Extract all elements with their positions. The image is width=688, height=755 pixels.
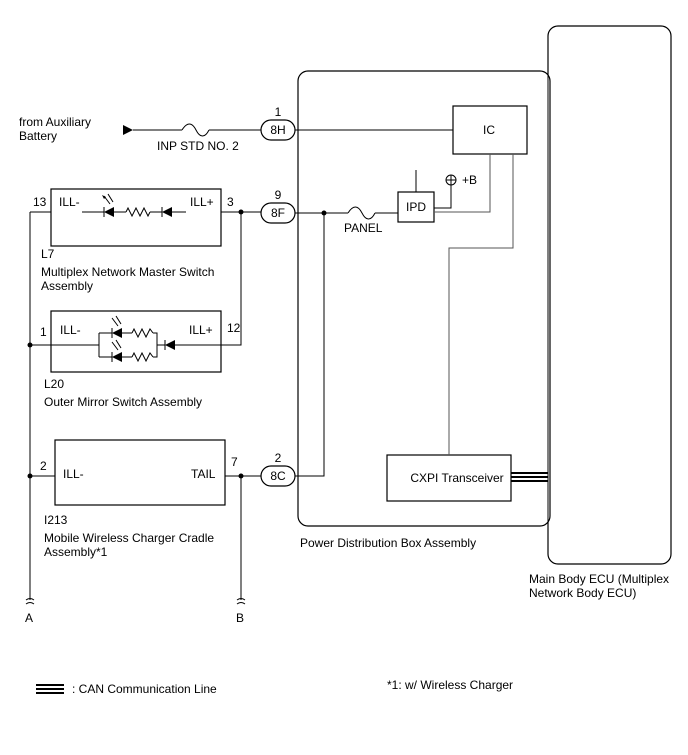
svg-text:TAIL: TAIL — [191, 467, 216, 481]
plus-b-label: +B — [462, 173, 477, 187]
l7-pin-right: 3 — [227, 195, 234, 209]
svg-text:8C: 8C — [270, 469, 286, 483]
source-label-line1: from Auxiliary — [19, 115, 91, 129]
ic-box — [452, 105, 528, 155]
svg-text:ILL+: ILL+ — [190, 195, 214, 209]
l20-led-circuit — [30, 315, 221, 363]
i213-pin-left: 2 — [40, 459, 47, 473]
l7-code: L7 — [41, 247, 55, 261]
ipd-label: IPD — [406, 200, 426, 214]
plus-b-wire — [434, 185, 452, 209]
l7-name-line1: Multiplex Network Master Switch — [41, 265, 214, 279]
panel-fuse — [347, 206, 376, 220]
tail-feed-wire — [295, 213, 325, 477]
pin-8c: 2 — [275, 451, 282, 465]
power-distribution-box — [297, 70, 551, 527]
l20-code: L20 — [44, 377, 64, 391]
ic-label: IC — [483, 123, 495, 137]
i213-name-line1: Mobile Wireless Charger Cradle — [44, 531, 214, 545]
l20-box — [50, 310, 222, 373]
can-legend-label: : CAN Communication Line — [72, 682, 217, 696]
l7-box — [50, 188, 222, 247]
l20-pin-right: 12 — [227, 321, 241, 335]
ic-cxpi-wire — [448, 154, 514, 455]
svg-text:8F: 8F — [271, 206, 285, 220]
can-legend-symbol — [36, 684, 64, 694]
svg-text:ILL-: ILL- — [63, 467, 84, 481]
main-body-ecu-box — [547, 25, 672, 565]
panel-label: PANEL — [344, 221, 383, 235]
l7-pin-left: 13 — [33, 195, 47, 209]
ecu-title-line2: Network Body ECU) — [529, 586, 636, 600]
i213-pin-right: 7 — [231, 455, 238, 469]
i213-code: I213 — [44, 513, 68, 527]
ic-ipd-wire — [434, 154, 491, 213]
ground-point-b: B — [236, 611, 244, 625]
l7-led-circuit — [82, 193, 186, 218]
svg-text:ILL-: ILL- — [59, 195, 80, 209]
pdb-title: Power Distribution Box Assembly — [300, 536, 476, 550]
svg-text:ILL+: ILL+ — [189, 323, 213, 337]
footnote: *1: w/ Wireless Charger — [387, 678, 513, 692]
pin-8h: 1 — [275, 105, 282, 119]
svg-text:8H: 8H — [270, 123, 285, 137]
source-label-line2: Battery — [19, 129, 57, 143]
i213-name-line2: Assembly*1 — [44, 545, 108, 559]
i213-box — [54, 439, 226, 506]
svg-text:ILL-: ILL- — [60, 323, 81, 337]
inp-std-label: INP STD NO. 2 — [157, 139, 239, 153]
l20-name: Outer Mirror Switch Assembly — [44, 395, 202, 409]
cxpi-label: CXPI Transceiver — [410, 471, 503, 485]
l7-name-line2: Assembly — [41, 279, 93, 293]
source-arrow — [123, 125, 133, 135]
ground-point-a: A — [25, 611, 33, 625]
pin-8f: 9 — [275, 188, 282, 202]
ecu-title-line1: Main Body ECU (Multiplex — [529, 572, 669, 586]
inp-std-fuse — [181, 123, 210, 137]
l20-pin-left: 1 — [40, 325, 47, 339]
ipd-box — [397, 191, 435, 223]
